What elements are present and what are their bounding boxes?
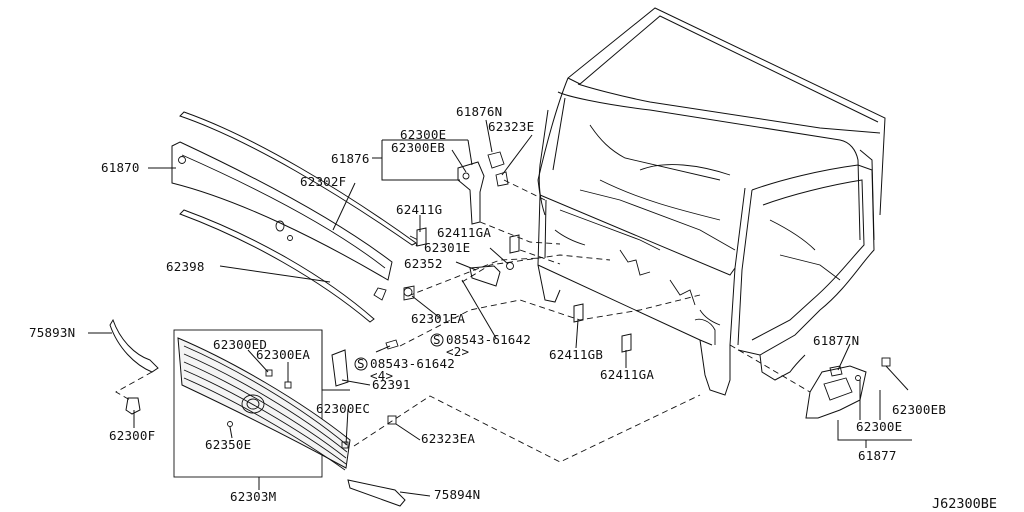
label-62411GA-top: 62411GA (437, 225, 491, 240)
label-62300EB-top: 62300EB (391, 140, 445, 155)
label-75893N: 75893N (29, 325, 75, 340)
label-61876N: 61876N (456, 104, 502, 119)
label-08543-61642-4: 08543-61642 (370, 356, 455, 371)
label-62391: 62391 (372, 377, 411, 392)
label-61876: 61876 (331, 151, 370, 166)
label-62350E: 62350E (205, 437, 251, 452)
label-62303M: 62303M (230, 489, 276, 504)
label-62398: 62398 (166, 259, 205, 274)
screw-symbols: S S (354, 332, 444, 371)
cab-body (537, 7, 886, 396)
label-qty-2: <2> (446, 344, 469, 359)
label-qty-4: <4> (370, 368, 393, 383)
label-62352: 62352 (404, 256, 443, 271)
label-62411G: 62411G (396, 202, 442, 217)
grille-62303M (173, 329, 397, 478)
diagram-ref-code: J62300BE (932, 496, 997, 512)
label-62411GA-bottom: 62411GA (600, 367, 654, 382)
part-labels: 61870 62302F 62398 75893N 62300F 62300ED… (29, 104, 997, 512)
label-62300EC: 62300EC (316, 401, 370, 416)
label-62300EB-right: 62300EB (892, 402, 946, 417)
label-62300F: 62300F (109, 428, 155, 443)
label-62300E-top: 62300E (400, 127, 446, 142)
upper-finisher-61870 (171, 111, 419, 323)
label-62411GB: 62411GB (549, 347, 603, 362)
assembly-lines (115, 179, 811, 463)
label-62301EA: 62301EA (411, 311, 465, 326)
label-62302F: 62302F (300, 174, 346, 189)
label-62300E-right: 62300E (856, 419, 902, 434)
label-75894N: 75894N (434, 487, 480, 502)
screw-symbol-4 (354, 357, 368, 371)
leader-lines (88, 119, 912, 497)
label-08543-61642-2: 08543-61642 (446, 332, 531, 347)
label-62301E: 62301E (424, 240, 470, 255)
label-62323E: 62323E (488, 119, 534, 134)
screw-symbol-text-2: S (433, 332, 441, 347)
label-61870: 61870 (101, 160, 140, 175)
screw-symbol-text-4: S (357, 356, 365, 371)
label-62300ED: 62300ED (213, 337, 267, 352)
label-61877N: 61877N (813, 333, 859, 348)
label-62300EA: 62300EA (256, 347, 310, 362)
label-61877: 61877 (858, 448, 897, 463)
screw-symbol-2 (430, 333, 444, 347)
small-parts (109, 151, 891, 507)
label-62323EA: 62323EA (421, 431, 475, 446)
